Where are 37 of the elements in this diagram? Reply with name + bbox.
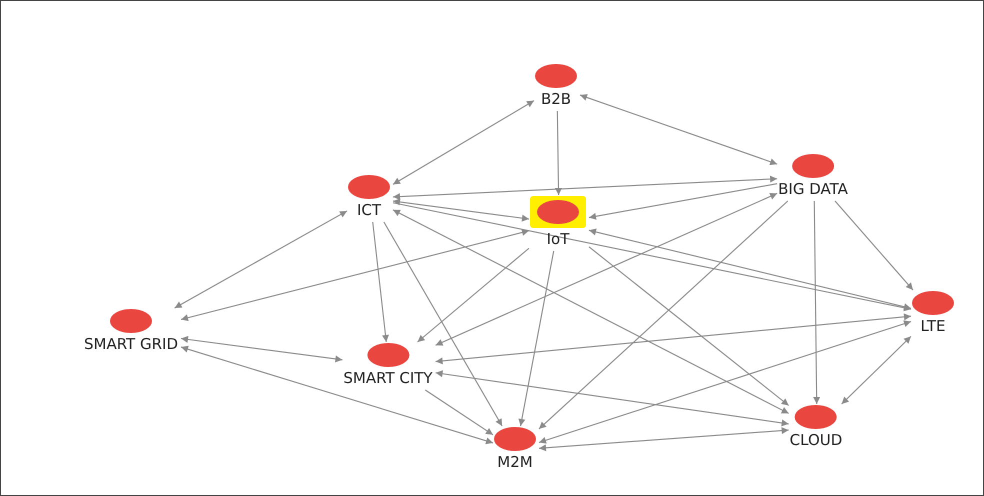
- arrow: [813, 201, 820, 404]
- node-label: SMART CITY: [343, 370, 433, 387]
- node-label: ICT: [356, 202, 382, 219]
- node-label: BIG DATA: [778, 181, 848, 198]
- arrow: [424, 390, 494, 436]
- arrow: [180, 346, 494, 444]
- arrow: [383, 222, 503, 426]
- arrow: [174, 210, 348, 308]
- arrow: [392, 198, 530, 222]
- node-label: SMART GRID: [84, 336, 178, 353]
- arrow: [518, 250, 554, 426]
- arrow: [834, 200, 914, 290]
- arrow: [436, 370, 789, 426]
- arrow: [588, 228, 912, 310]
- node-label: IoT: [546, 231, 570, 248]
- arrow: [417, 248, 530, 342]
- arrow: [180, 229, 530, 322]
- node-label: M2M: [497, 454, 533, 471]
- arrow: [372, 222, 389, 342]
- node-label: B2B: [540, 91, 572, 108]
- arrow: [392, 100, 534, 185]
- arrow: [435, 192, 778, 346]
- node-label: LTE: [920, 318, 946, 335]
- arrow: [392, 176, 778, 200]
- node-label: CLOUD: [790, 432, 842, 449]
- arrow: [554, 111, 562, 195]
- arrow: [180, 336, 342, 362]
- arrow: [538, 320, 912, 444]
- arrow: [580, 94, 778, 166]
- arrow: [538, 200, 788, 430]
- arrow: [841, 336, 912, 404]
- arrow: [392, 202, 912, 312]
- arrow: [588, 246, 790, 406]
- arrow: [436, 313, 912, 364]
- arrow: [538, 427, 789, 452]
- arrow: [588, 183, 778, 220]
- arrow: [392, 209, 789, 414]
